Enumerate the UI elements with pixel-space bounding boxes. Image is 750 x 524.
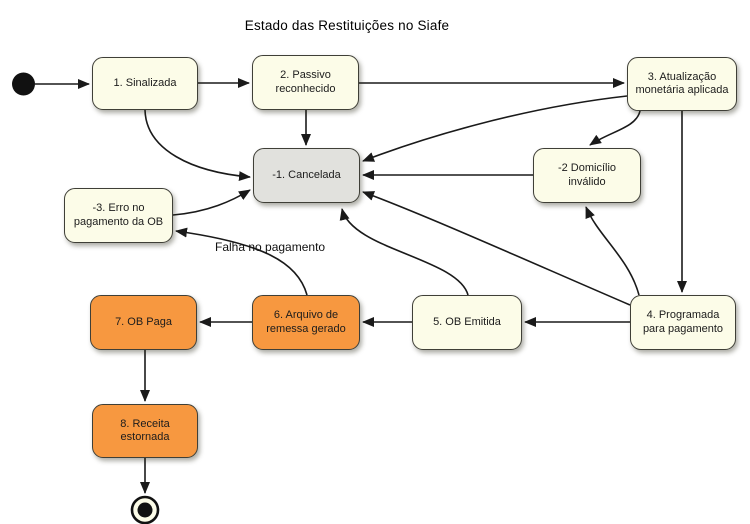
state-cancelada: -1. Cancelada [253, 148, 360, 203]
state-label: 1. Sinalizada [113, 76, 177, 89]
state-label: 8. Receita estornada [120, 417, 170, 443]
transition-programada-cancelada [362, 191, 631, 306]
state-arquivo-remessa: 6. Arquivo de remessa gerado [252, 295, 360, 350]
state-domicilio-invalido: -2 Domicílio inválido [533, 148, 641, 203]
state-label: 5. OB Emitida [433, 315, 501, 328]
transition-atualizacao-cancelada [362, 95, 628, 162]
state-atualizacao-monetaria: 3. Atualização monetária aplicada [627, 57, 737, 111]
state-label: -3. Erro no pagamento da OB [73, 202, 164, 228]
transition-programada-domicilio [585, 206, 640, 296]
diagram-title: Estado das Restituições no Siafe [244, 18, 450, 33]
state-programada: 4. Programada para pagamento [630, 295, 736, 350]
state-receita-estornada: 8. Receita estornada [92, 404, 198, 458]
state-label: 7. OB Paga [115, 315, 172, 328]
state-erro-pagamento-ob: -3. Erro no pagamento da OB [64, 188, 173, 243]
state-label: 2. Passivo reconhecido [275, 69, 336, 95]
transition-sinalizada-cancelada [144, 109, 251, 182]
state-ob-paga: 7. OB Paga [90, 295, 197, 350]
final-state-icon [130, 495, 160, 524]
state-label: 3. Atualização monetária aplicada [635, 70, 729, 96]
transition-atualizacao-domicilio [589, 110, 641, 146]
state-label: -1. Cancelada [272, 168, 341, 181]
transition-arquivo-erro [175, 227, 308, 296]
state-label: -2 Domicílio inválido [557, 162, 617, 188]
transition-erro-cancelada [172, 189, 251, 216]
transition-label-falha-no-pagamento: Falha no pagamento [215, 240, 326, 254]
state-passivo-reconhecido: 2. Passivo reconhecido [252, 55, 359, 110]
state-ob-emitida: 5. OB Emitida [412, 295, 522, 350]
initial-state-icon [12, 72, 35, 96]
state-sinalizada: 1. Sinalizada [92, 57, 198, 110]
state-label: 4. Programada para pagamento [642, 309, 724, 335]
transition-obemitida-cancelada [339, 208, 469, 296]
state-label: 6. Arquivo de remessa gerado [266, 309, 346, 335]
